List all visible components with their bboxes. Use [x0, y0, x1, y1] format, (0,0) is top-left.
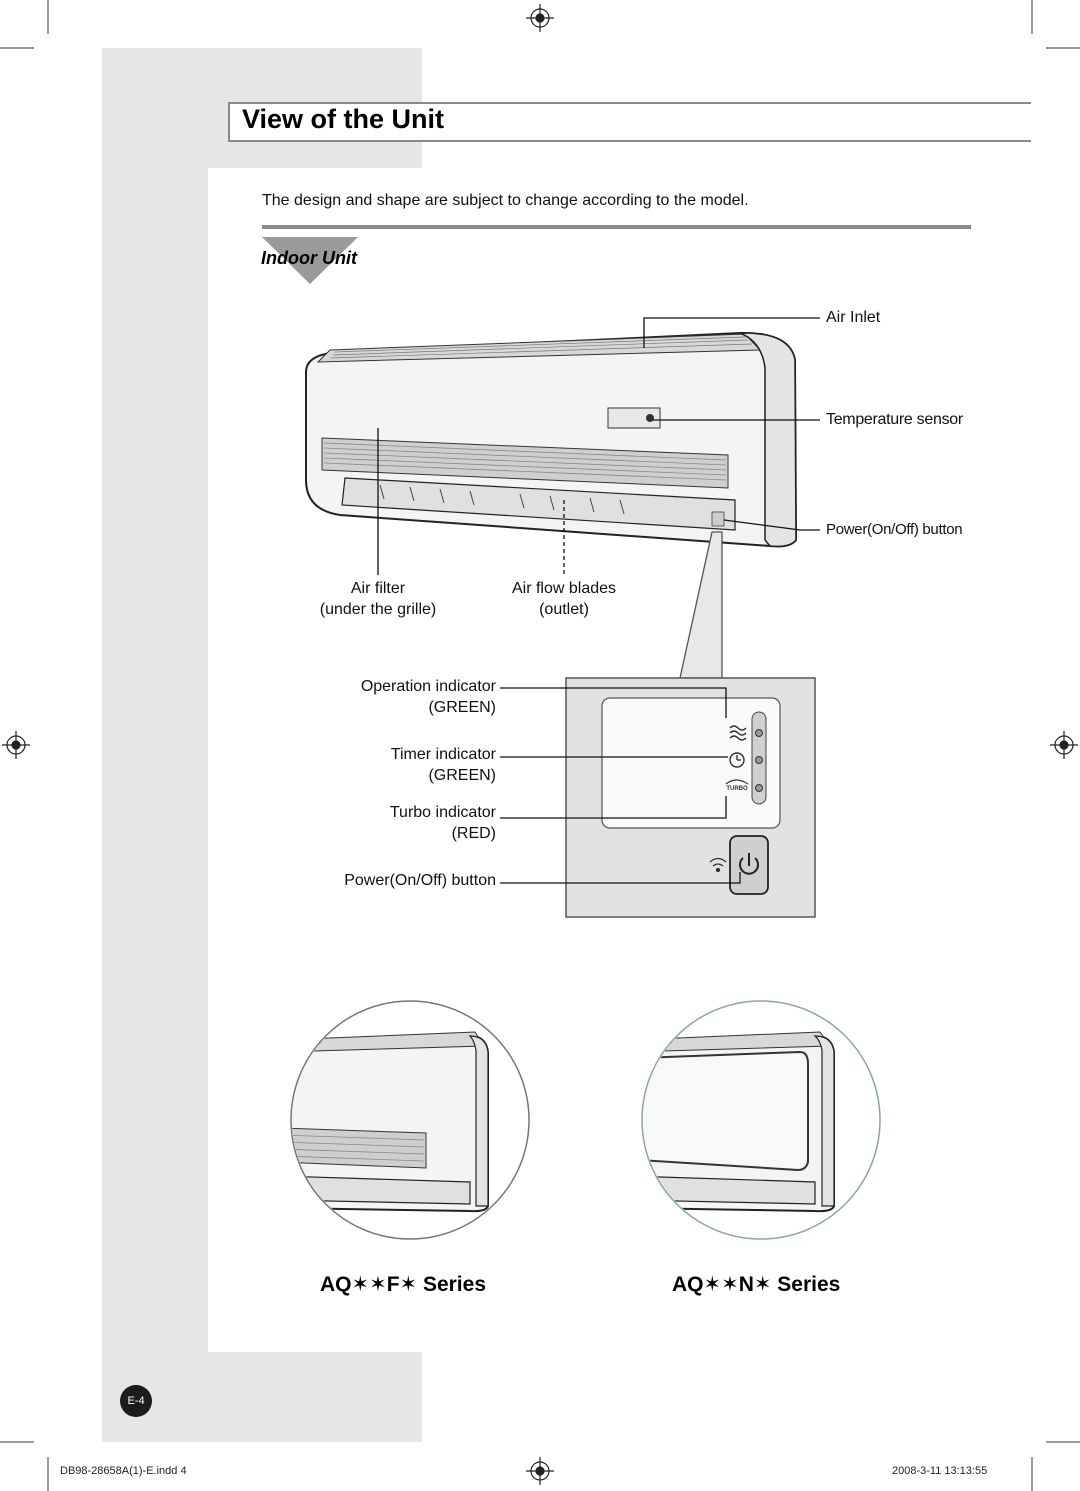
timer-led: [755, 756, 763, 764]
air-filter-label: Air filter: [350, 580, 406, 597]
air-flow-blades-note: (outlet): [539, 601, 589, 618]
title-box: [228, 102, 1031, 142]
operation-led: [755, 729, 763, 737]
power-button-top-label: Power(On/Off) button: [826, 521, 963, 538]
zoom-wedge: [679, 531, 723, 679]
registration-mark-top-icon: [526, 4, 554, 32]
section-heading: Indoor Unit: [261, 248, 357, 268]
turbo-indicator-label: Turbo indicator: [389, 804, 496, 821]
page-number-badge: E-4: [120, 1385, 152, 1417]
series-n-label: AQ✶✶N✶ Series: [672, 1273, 841, 1296]
indoor-unit-illustration: [305, 331, 798, 548]
turbo-indicator-color: (RED): [451, 825, 496, 842]
temperature-sensor-label: Temperature sensor: [826, 411, 963, 428]
series-f-closeup: [290, 1000, 530, 1240]
turbo-led: [755, 784, 763, 792]
footer-file: DB98-28658A(1)-E.indd 4: [60, 1465, 187, 1477]
gray-band-left: [102, 48, 208, 1442]
turbo-icon: TURBO: [726, 786, 748, 792]
series-n-closeup: [641, 1000, 881, 1240]
footer-timestamp: 2008-3-11 13:13:55: [892, 1465, 988, 1477]
series-f-label: AQ✶✶F✶ Series: [320, 1273, 487, 1296]
power-icon: [739, 853, 759, 875]
display-window: [601, 697, 781, 829]
timer-indicator-label: Timer indicator: [390, 746, 496, 763]
fan-wave-icon: [729, 725, 747, 741]
operation-indicator-color: (GREEN): [428, 699, 496, 716]
gray-band-bottom: [102, 1352, 422, 1442]
power-button-label: Power(On/Off) button: [344, 872, 496, 889]
air-inlet-label: Air Inlet: [826, 309, 881, 326]
section-rule: [262, 225, 971, 229]
timer-indicator-color: (GREEN): [428, 767, 496, 784]
timer-clock-icon: [729, 752, 745, 768]
wifi-signal-icon: [709, 857, 727, 873]
section-marker-icon: [262, 237, 358, 284]
operation-indicator-label: Operation indicator: [360, 678, 496, 695]
air-filter-note: (under the grille): [319, 601, 437, 618]
page-subtitle: The design and shape are subject to chan…: [262, 192, 749, 209]
registration-mark-left-icon: [2, 731, 30, 759]
registration-mark-right-icon: [1050, 731, 1078, 759]
callout-lines: [377, 317, 820, 575]
turbo-arc-icon: [725, 779, 749, 785]
air-flow-blades-label: Air flow blades: [511, 580, 617, 597]
registration-mark-bottom-icon: [526, 1457, 554, 1485]
indicator-callout-lines: [500, 687, 741, 884]
page-title: View of the Unit: [242, 104, 445, 134]
